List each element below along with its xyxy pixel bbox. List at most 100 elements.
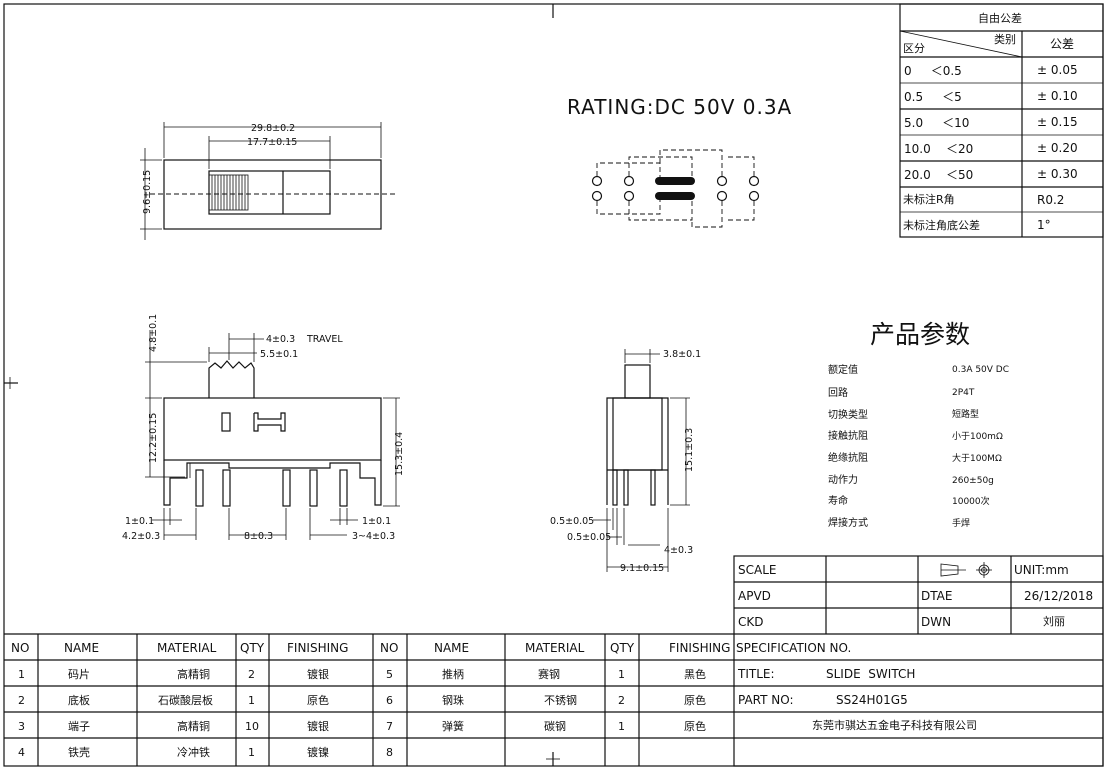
top-view <box>140 122 395 240</box>
bom-cell: 2 <box>618 694 625 707</box>
dim-side-height: 15.1±0.3 <box>684 428 695 472</box>
bom-h-name2: NAME <box>434 641 469 655</box>
bom-cell: 1 <box>618 720 625 733</box>
bom-cell: 石碳酸层板 <box>158 693 213 707</box>
dim-travel-label: TRAVEL <box>306 334 343 345</box>
tolerance-value-4: ± 0.30 <box>1037 167 1078 181</box>
dim-travel: 4±0.3 <box>266 334 295 345</box>
params-list: 额定值 0.3A 50V DC 回路 2P4T 切换类型 短路型 接触抗阻 小于… <box>828 363 1009 529</box>
tb-spec: SPECIFICATION NO. <box>736 641 851 655</box>
dim-knob-width: 5.5±0.1 <box>260 349 298 360</box>
tolerance-value-6: 1° <box>1037 218 1051 232</box>
bom-cell: 底板 <box>68 693 90 707</box>
tolerance-zone-label: 区分 <box>903 42 925 55</box>
bom-cell: 端子 <box>68 720 90 733</box>
params-title: 产品参数 <box>870 320 970 349</box>
tolerance-title: 自由公差 <box>978 11 1022 25</box>
tb-scale-label: SCALE <box>738 563 776 577</box>
tolerance-value-1: ± 0.10 <box>1037 89 1078 103</box>
bom-cell: 钢珠 <box>442 693 464 707</box>
param-value-6: 10000次 <box>952 495 990 507</box>
side-view <box>593 349 690 572</box>
tolerance-range-0: 0 ＜0.5 <box>904 64 962 78</box>
bom-cell: 弹簧 <box>442 719 464 733</box>
tb-dwn-label: DWN <box>921 615 951 629</box>
bom-h-material: MATERIAL <box>157 641 217 655</box>
tb-unit: UNIT:mm <box>1014 563 1069 577</box>
param-value-5: 260±50g <box>952 476 994 486</box>
bom-h-no: NO <box>11 641 29 655</box>
dim-pin-w-left: 1±0.1 <box>125 516 154 527</box>
tb-company: 东莞市骐达五金电子科技有限公司 <box>812 718 977 732</box>
bom-h-name: NAME <box>64 641 99 655</box>
tb-date-label: DTAE <box>921 589 952 603</box>
bom-cell: 3 <box>18 720 25 733</box>
param-value-4: 大于100MΩ <box>952 452 1002 464</box>
tb-part-value: SS24H01G5 <box>836 693 908 707</box>
tb-ckd-label: CKD <box>738 615 764 629</box>
tolerance-range-4: 20.0 ＜50 <box>904 168 973 182</box>
dim-top-height: 9.6±0.15 <box>142 170 153 214</box>
bom-cell: 7 <box>386 720 393 733</box>
bom-cell: 1 <box>248 694 255 707</box>
bom-cell: 推柄 <box>442 667 464 681</box>
bom-cell: 镀银 <box>307 719 329 733</box>
bom-cell: 2 <box>18 694 25 707</box>
param-label-0: 额定值 <box>828 363 858 376</box>
dim-pin-w-right: 1±0.1 <box>362 516 391 527</box>
dim-side-knob: 3.8±0.1 <box>663 349 701 360</box>
param-label-4: 绝缘抗阻 <box>828 451 868 464</box>
dim-side-pin-len: 4±0.3 <box>664 545 693 556</box>
bom-cell: 8 <box>386 746 393 759</box>
param-label-3: 接触抗阻 <box>828 429 868 442</box>
bom-cell: 镀镍 <box>307 745 329 759</box>
bom-table <box>4 633 734 766</box>
tolerance-range-3: 10.0 ＜20 <box>904 142 973 156</box>
tolerance-value-2: ± 0.15 <box>1037 115 1078 129</box>
bom-h-no2: NO <box>380 641 398 655</box>
bom-rows: 1 码片 高精铜 2 镀银 5 推柄 赛钢 1 黑色 2 底板 石碳酸层板 1 … <box>18 667 706 759</box>
param-label-5: 动作力 <box>828 473 858 486</box>
param-value-2: 短路型 <box>952 408 979 420</box>
bom-cell: 赛钢 <box>538 667 560 681</box>
bom-cell: 6 <box>386 694 393 707</box>
dim-side-width: 9.1±0.15 <box>620 563 664 574</box>
bom-cell: 高精铜 <box>177 719 210 733</box>
param-label-1: 回路 <box>828 386 848 399</box>
bom-cell: 1 <box>248 746 255 759</box>
bom-cell: 原色 <box>684 719 706 733</box>
tb-title-value: SLIDE SWITCH <box>826 667 915 681</box>
dim-pin-offset-left: 4.2±0.3 <box>122 531 160 542</box>
rating-text: RATING:DC 50V 0.3A <box>567 95 792 119</box>
bom-cell: 原色 <box>307 693 329 707</box>
tb-date: 26/12/2018 <box>1024 589 1093 603</box>
bom-cell: 镀银 <box>307 667 329 681</box>
bom-h-qty: QTY <box>240 641 265 655</box>
dim-top-slot: 17.7±0.15 <box>247 137 297 148</box>
bom-cell: 高精铜 <box>177 667 210 681</box>
tb-part-label: PART NO: <box>738 693 794 707</box>
bom-cell: 碳钢 <box>544 719 566 733</box>
tb-title-label: TITLE: <box>737 667 775 681</box>
bom-cell: 5 <box>386 668 393 681</box>
bom-cell: 码片 <box>68 668 90 681</box>
dim-body-height: 12.2±0.15 <box>148 413 159 463</box>
tolerance-range-2: 5.0 ＜10 <box>904 116 969 130</box>
bom-cell: 1 <box>18 668 25 681</box>
tolerance-table <box>899 3 1104 238</box>
dim-side-pin-b: 0.5±0.05 <box>567 532 611 543</box>
bom-h-material2: MATERIAL <box>525 641 585 655</box>
bom-cell: 1 <box>618 668 625 681</box>
tb-apvd-label: APVD <box>738 589 771 603</box>
tolerance-range-6: 未标注角底公差 <box>903 218 980 232</box>
param-value-1: 2P4T <box>952 388 975 398</box>
bom-h-finishing2: FINISHING <box>669 641 730 655</box>
circuit-schematic <box>591 149 760 228</box>
bom-cell: 铁壳 <box>68 745 90 759</box>
dim-total-height: 15.3±0.4 <box>394 432 405 476</box>
param-value-3: 小于100mΩ <box>952 431 1003 442</box>
param-label-7: 焊接方式 <box>828 516 868 529</box>
dim-knob-height: 4.8±0.1 <box>148 314 159 352</box>
title-block <box>733 555 1104 767</box>
